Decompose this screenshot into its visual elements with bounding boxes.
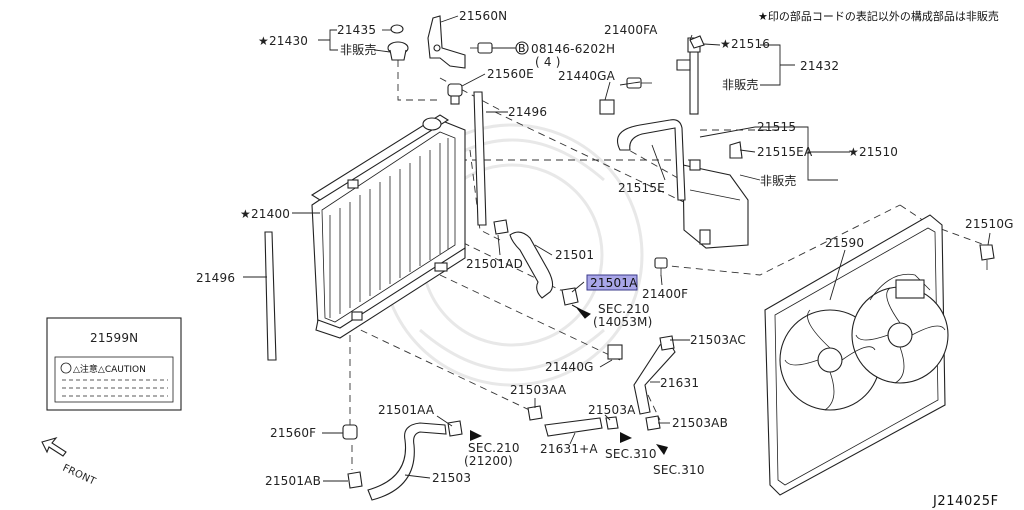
mount-21560F[interactable] [342, 424, 358, 440]
reservoir-hose[interactable] [616, 119, 686, 201]
label-21440G[interactable]: 21440G [545, 360, 594, 374]
label-21400F[interactable]: 21400F [642, 287, 688, 301]
label-21430-not-sold: 非販売 [340, 42, 377, 57]
label-21430[interactable]: ★21430 [258, 34, 308, 48]
upper-hose[interactable] [509, 231, 554, 299]
label-21590[interactable]: 21590 [825, 236, 864, 250]
bracket-21560N[interactable] [427, 15, 466, 69]
label-21510[interactable]: ★21510 [848, 145, 898, 159]
label-sec210-bottom[interactable]: SEC.210 [468, 441, 520, 455]
radiator-cap[interactable] [387, 24, 409, 61]
label-21503A[interactable]: 21503A [588, 403, 636, 417]
bolt-21510G[interactable] [979, 244, 995, 270]
clip-21515EA[interactable] [729, 141, 743, 159]
label-21510-not-sold: 非販売 [760, 173, 797, 188]
label-21503AA[interactable]: 21503AA [510, 383, 567, 397]
label-21560N[interactable]: 21560N [459, 9, 507, 23]
clamp-21501AA[interactable] [447, 420, 463, 437]
label-21515EA[interactable]: 21515EA [757, 145, 813, 159]
reservoir-tank[interactable] [682, 159, 749, 249]
label-08146-qty: ( 4 ) [535, 55, 561, 69]
radiator-filler-neck [422, 117, 442, 131]
cap-21516[interactable] [689, 35, 705, 49]
label-sec210-top-ref: (14053M) [593, 315, 653, 329]
label-21432[interactable]: 21432 [800, 59, 839, 73]
part-labels: ★21430 21435 非販売 21560N 08146-6202H ( 4 … [73, 9, 1014, 488]
label-21631[interactable]: 21631 [660, 376, 699, 390]
radiator-mount-top [347, 179, 359, 189]
label-21516[interactable]: ★21516 [720, 37, 770, 51]
label-21503AB[interactable]: 21503AB [672, 416, 728, 430]
clamp-21503A[interactable] [605, 416, 619, 430]
sec-arrows [470, 304, 668, 455]
label-21631A[interactable]: 21631+A [540, 442, 598, 456]
label-21560F[interactable]: 21560F [270, 426, 316, 440]
label-21599N[interactable]: 21599N [90, 331, 138, 345]
caution-label[interactable] [46, 317, 182, 411]
label-21560E[interactable]: 21560E [487, 67, 534, 81]
label-sec310-a[interactable]: SEC.310 [605, 447, 657, 461]
label-21501A[interactable]: 21501A [590, 276, 638, 290]
label-21432-not-sold: 非販売 [722, 77, 759, 92]
label-08146[interactable]: 08146-6202H [531, 42, 615, 56]
label-21496-top[interactable]: 21496 [508, 105, 547, 119]
radiator-drain [351, 311, 363, 321]
label-21501AA[interactable]: 21501AA [378, 403, 435, 417]
header-note: ★印の部品コードの表記以外の構成部品は非販売 [758, 9, 999, 23]
label-21515E[interactable]: 21515E [618, 181, 665, 195]
seal-strip-right[interactable] [473, 91, 487, 226]
mount-21560E[interactable] [447, 83, 463, 105]
cap-seal-21435 [390, 24, 404, 34]
lower-hose-21503[interactable] [367, 422, 447, 501]
radiator[interactable] [310, 114, 466, 339]
label-21501AB[interactable]: 21501AB [265, 474, 321, 488]
clamp-21501AB[interactable] [347, 471, 363, 489]
clip-21440GA[interactable] [599, 99, 615, 115]
diagram-id: J214025F [932, 494, 999, 509]
label-21400FA[interactable]: 21400FA [604, 23, 658, 37]
watermark-emblem [380, 123, 644, 387]
label-21510G[interactable]: 21510G [965, 217, 1014, 231]
highlight-box-21501A [586, 274, 638, 291]
fan-shroud[interactable] [764, 214, 949, 496]
front-label: FRONT [61, 463, 98, 488]
label-21435[interactable]: 21435 [337, 23, 376, 37]
front-arrow-icon [41, 436, 67, 457]
clamp-21503AA[interactable] [527, 405, 543, 421]
overflow-pipe[interactable] [676, 37, 701, 115]
label-21400[interactable]: ★21400 [240, 207, 290, 221]
clamp-21503AC[interactable] [659, 335, 675, 351]
fan-motor-connector [895, 279, 925, 299]
clamp-21501A[interactable] [561, 287, 579, 306]
bolt-21400F[interactable] [654, 257, 668, 276]
label-sec210-top[interactable]: SEC.210 [598, 302, 650, 316]
label-21501AD[interactable]: 21501AD [466, 257, 523, 271]
hose-21631A[interactable] [544, 417, 603, 437]
bolt-08146[interactable]: B [470, 41, 529, 55]
clip-21440G[interactable] [607, 344, 623, 360]
label-sec210-bottom-ref: (21200) [464, 454, 513, 468]
radiator-outlet [434, 262, 448, 272]
label-21496-left[interactable]: 21496 [196, 271, 235, 285]
label-21515[interactable]: 21515 [757, 120, 796, 134]
seal-strip-left[interactable] [264, 231, 277, 361]
caution-text: △注意△CAUTION [73, 363, 146, 375]
label-21501[interactable]: 21501 [555, 248, 594, 262]
leader-lines [243, 15, 991, 482]
label-21503[interactable]: 21503 [432, 471, 471, 485]
label-sec310-b[interactable]: SEC.310 [653, 463, 705, 477]
label-21503AC[interactable]: 21503AC [690, 333, 746, 347]
clamp-21503AB[interactable] [645, 415, 661, 431]
bolt-code-b-icon: B [518, 42, 526, 55]
tank-bracket [699, 229, 711, 245]
clamp-21501AD[interactable] [493, 219, 509, 235]
label-21440GA[interactable]: 21440GA [558, 69, 616, 83]
